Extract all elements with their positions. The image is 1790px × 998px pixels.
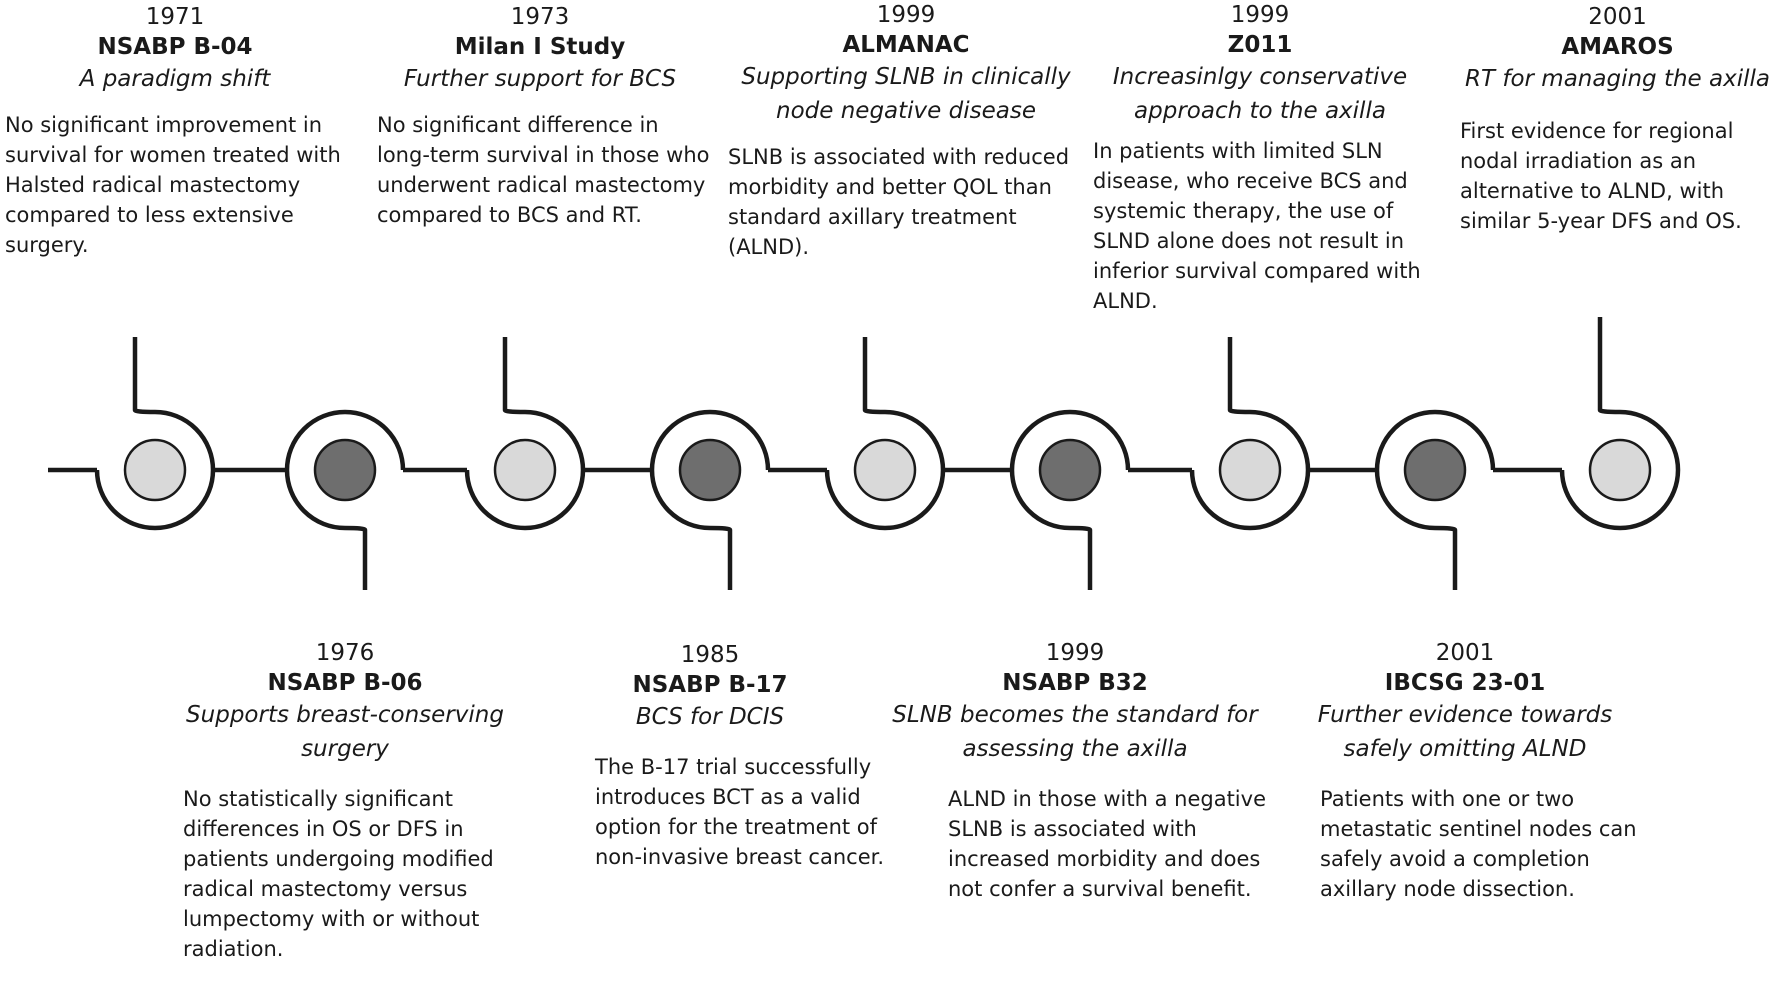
timeline-node <box>824 337 946 531</box>
timeline-connector <box>709 525 733 590</box>
timeline-node-dot <box>853 438 917 502</box>
event-description: No significant improvement in survival f… <box>5 113 341 257</box>
timeline-node-dot <box>1218 438 1282 502</box>
event-subtitle: Supports breast-conserving surgery <box>186 702 504 762</box>
event-subtitle: Increasinlgy conservative approach to th… <box>1112 64 1408 124</box>
timeline-ring <box>94 409 216 531</box>
event-ibcsg-23-01: 2001 IBCSG 23-01 Further evidence toward… <box>1285 638 1645 904</box>
event-nsabp-b17: 1985 NSABP B-17 BCS for DCIS The B-17 tr… <box>530 640 890 872</box>
event-year: 1985 <box>680 642 740 668</box>
timeline-node-dot <box>1588 438 1652 502</box>
timeline-connector <box>344 525 368 590</box>
event-description: The B-17 trial successfully introduces B… <box>595 755 884 869</box>
timeline-node <box>94 337 216 531</box>
event-nsabp-b06: 1976 NSABP B-06 Supports breast-conservi… <box>165 638 525 964</box>
event-nsabp-b32: 1999 NSABP B32 SLNB becomes the standard… <box>880 638 1270 904</box>
event-amaros: 2001 AMAROS RT for managing the axilla F… <box>1445 2 1790 236</box>
event-year: 1999 <box>876 2 936 28</box>
event-subtitle: BCS for DCIS <box>635 704 785 730</box>
timeline-node <box>1559 317 1681 531</box>
event-trial-name: Z011 <box>1227 32 1293 58</box>
event-trial-name: IBCSG 23-01 <box>1384 670 1546 696</box>
timeline-ring <box>649 409 771 531</box>
event-description: In patients with limited SLN disease, wh… <box>1093 139 1421 313</box>
timeline-node-dot <box>678 438 742 502</box>
event-trial-name: NSABP B32 <box>1002 670 1148 696</box>
event-z011: 1999 Z011 Increasinlgy conservative appr… <box>1085 0 1435 316</box>
event-year: 1999 <box>1230 2 1290 28</box>
timeline-connector <box>502 337 526 415</box>
timeline-node-dot <box>1403 438 1467 502</box>
timeline-ring <box>1189 409 1311 531</box>
event-subtitle: SLNB becomes the standard for assessing … <box>892 702 1258 762</box>
timeline-node-dot <box>123 438 187 502</box>
timeline-ring <box>464 409 586 531</box>
event-subtitle: A paradigm shift <box>79 66 271 92</box>
event-year: 2001 <box>1588 4 1647 30</box>
event-description: First evidence for regional nodal irradi… <box>1460 119 1742 233</box>
event-year: 1971 <box>145 4 205 30</box>
event-trial-name: NSABP B-06 <box>267 670 423 696</box>
event-trial-name: NSABP B-17 <box>632 672 788 698</box>
timeline-connector <box>862 337 886 415</box>
timeline-node <box>649 409 771 590</box>
event-trial-name: ALMANAC <box>842 32 970 58</box>
timeline-node-dot <box>1038 438 1102 502</box>
event-trial-name: Milan I Study <box>454 34 626 60</box>
timeline-connector <box>132 337 156 415</box>
event-subtitle: RT for managing the axilla <box>1465 66 1770 92</box>
timeline-node <box>1374 409 1496 590</box>
timeline-ring <box>1009 409 1131 531</box>
event-year: 1999 <box>1045 640 1105 666</box>
event-year: 2001 <box>1435 640 1495 666</box>
event-almanac: 1999 ALMANAC Supporting SLNB in clinical… <box>723 0 1089 262</box>
timeline-node-dot <box>493 438 557 502</box>
event-subtitle: Further evidence towards safely omitting… <box>1317 702 1613 762</box>
event-description: Patients with one or two metastatic sent… <box>1320 787 1637 901</box>
event-description: No significant difference in long-term s… <box>377 113 710 227</box>
timeline-ring <box>284 409 406 531</box>
timeline-node <box>464 337 586 531</box>
event-trial-name: AMAROS <box>1561 34 1674 60</box>
event-subtitle: Further support for BCS <box>403 66 677 92</box>
event-year: 1976 <box>315 640 375 666</box>
timeline-connector <box>1069 525 1093 590</box>
timeline-connector <box>1434 525 1458 590</box>
event-description: No statistically significant differences… <box>183 787 494 961</box>
timeline-node <box>284 409 406 590</box>
event-year: 1973 <box>510 4 570 30</box>
timeline-connector <box>1597 317 1621 415</box>
timeline-connector <box>1227 337 1251 415</box>
timeline-node-dot <box>313 438 377 502</box>
event-milan-i: 1973 Milan I Study Further support for B… <box>365 2 715 230</box>
event-trial-name: NSABP B-04 <box>97 34 253 60</box>
timeline-node <box>1189 337 1311 531</box>
event-nsabp-b04: 1971 NSABP B-04 A paradigm shift No sign… <box>0 2 350 260</box>
event-description: ALND in those with a negative SLNB is as… <box>948 787 1266 901</box>
timeline-ring <box>1559 409 1681 531</box>
timeline-node <box>1009 409 1131 590</box>
timeline-ring <box>1374 409 1496 531</box>
event-description: SLNB is associated with reduced morbidit… <box>728 145 1070 259</box>
timeline-ring <box>824 409 946 531</box>
event-subtitle: Supporting SLNB in clinically node negat… <box>741 64 1071 124</box>
